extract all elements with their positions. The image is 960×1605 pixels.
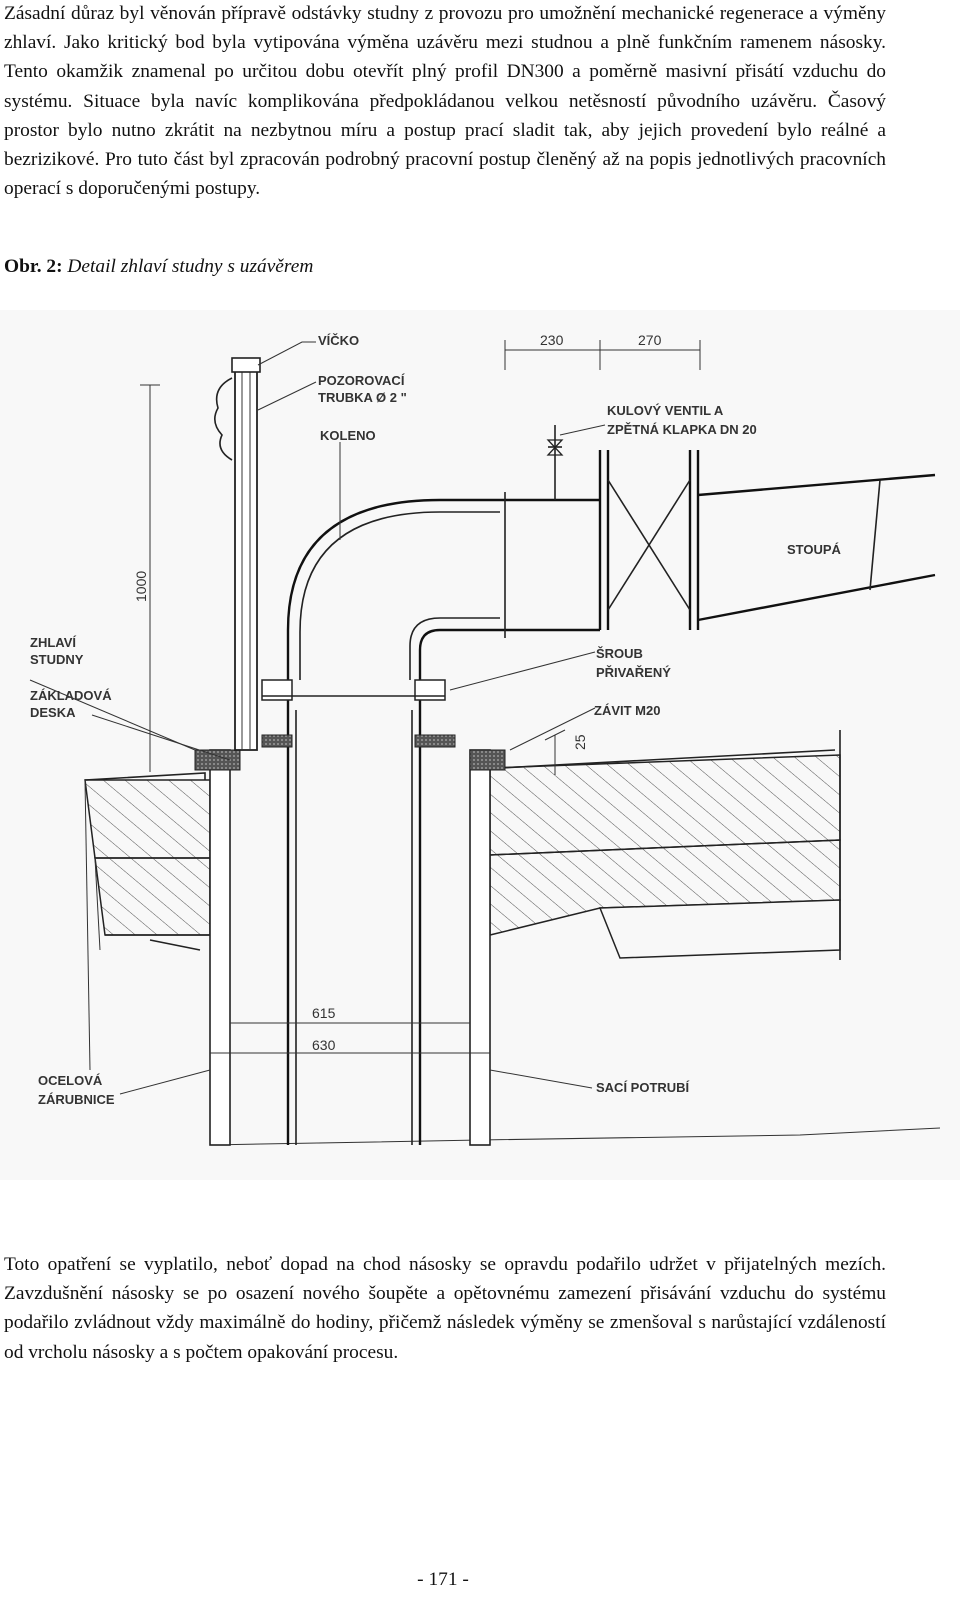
ball-valve-icon [546,425,564,500]
foundation-slab [84,730,841,1071]
label-zhlavi-2: STUDNY [30,652,84,667]
label-zavit: ZÁVIT M20 [594,703,660,718]
suction-pipe [286,680,422,1145]
label-zakladova-1: ZÁKLADOVÁ [30,688,112,703]
dimension-25: 25 [544,729,588,775]
label-sroub-2: PŘIVAŘENÝ [596,665,671,680]
figure-caption: Obr. 2: Detail zhlaví studny s uzávěrem [4,256,313,278]
caption-prefix: Obr. 2: [4,256,63,277]
dimension-top: 230 270 [504,332,701,370]
dim-270: 270 [638,332,662,348]
label-vicko: VÍČKO [318,333,359,348]
dim-230: 230 [540,332,564,348]
ground-line [209,1127,941,1146]
label-stoupa: STOUPÁ [787,542,842,557]
observation-tube [214,357,261,751]
label-sroub-1: ŠROUB [596,646,643,661]
label-zhlavi-1: ZHLAVÍ [30,635,76,650]
dimension-bottom: 615 630 [210,1005,490,1054]
label-ocelova-1: OCELOVÁ [38,1073,103,1088]
well-head-diagram: 230 270 1000 25 615 630 VÍČKO POZOROVACÍ… [0,310,960,1180]
steel-casing [209,749,491,1146]
pipe-flange [194,679,506,771]
diagram-labels: VÍČKO POZOROVACÍ TRUBKA Ø 2 " KOLENO KUL… [30,333,842,1107]
cap-tie [214,377,233,461]
paragraph-intro: Zásadní důraz byl věnován přípravě odstá… [4,3,886,200]
caption-title: Detail zhlaví studny s uzávěrem [67,256,314,277]
dim-25: 25 [572,734,588,750]
dim-630: 630 [312,1037,336,1053]
label-ventil-2: ZPĚTNÁ KLAPKA DN 20 [607,422,757,437]
label-pozorovaci-2: TRUBKA Ø 2 " [318,390,407,405]
riser-pipe [500,450,936,638]
dim-1000: 1000 [133,571,149,602]
leader-lines [29,341,606,1095]
page-number: - 171 - [417,1569,469,1590]
label-pozorovaci-1: POZOROVACÍ [318,373,405,388]
label-ocelova-2: ZÁRUBNICE [38,1092,115,1107]
label-koleno: KOLENO [320,428,376,443]
dim-615: 615 [312,1005,336,1021]
label-saci-potrubi: SACÍ POTRUBÍ [596,1080,690,1095]
label-ventil-1: KULOVÝ VENTIL A [607,403,724,418]
elbow [286,498,500,680]
label-zakladova-2: DESKA [30,705,76,720]
paragraph-result: Toto opatření se vyplatilo, neboť dopad … [4,1254,886,1363]
dimension-height: 1000 [133,384,160,772]
